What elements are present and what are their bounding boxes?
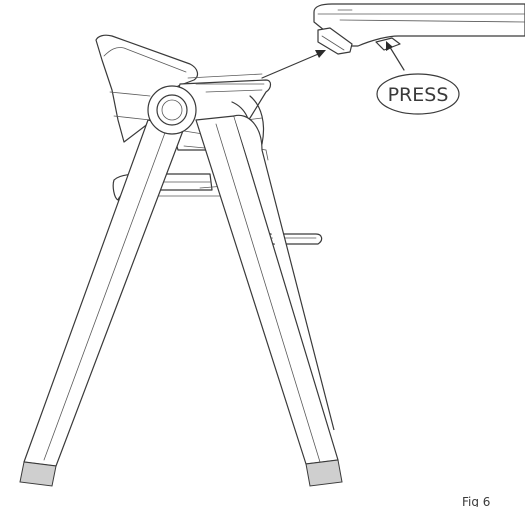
attach-arrow [261, 50, 326, 79]
rear-leg [195, 114, 343, 487]
hinge-knob [147, 85, 197, 135]
press-callout: PRESS [376, 73, 460, 115]
press-label: PRESS [388, 84, 449, 106]
press-pointer [386, 41, 405, 71]
front-leg [19, 119, 185, 487]
figure-caption: Fig 6 [462, 495, 490, 507]
rear-leg-foot-cap [305, 459, 343, 487]
tray-latch [317, 27, 353, 55]
front-leg-foot-cap [19, 461, 57, 487]
tray [313, 3, 525, 55]
